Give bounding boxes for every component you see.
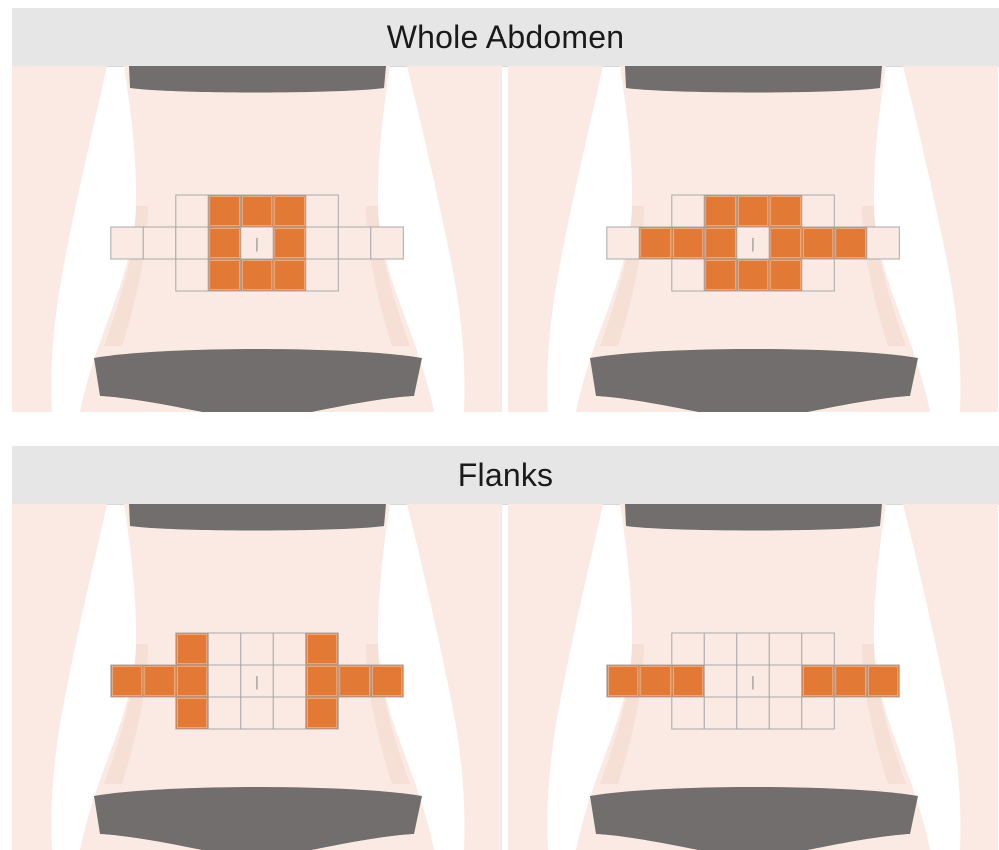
treatment-pad-inner bbox=[275, 229, 305, 258]
top-garment bbox=[129, 66, 386, 93]
grid-cell bbox=[111, 227, 144, 259]
treatment-pad-inner bbox=[836, 667, 866, 696]
grid-cell bbox=[273, 697, 306, 729]
grid-cell bbox=[371, 227, 404, 259]
treatment-pad-inner bbox=[210, 229, 240, 258]
section-title-whole-abdomen: Whole Abdomen bbox=[12, 8, 999, 67]
treatment-pad-inner bbox=[706, 197, 736, 226]
top-garment bbox=[625, 504, 882, 531]
left-arm bbox=[508, 504, 603, 850]
grid-cell bbox=[737, 633, 770, 665]
treatment-pad-inner bbox=[771, 197, 801, 226]
section-whole-abdomen: Whole Abdomen | | bbox=[0, 0, 999, 420]
grid-cell bbox=[867, 227, 900, 259]
treatment-pad-inner bbox=[836, 229, 866, 258]
treatment-pad-inner bbox=[177, 635, 207, 664]
treatment-pad-inner bbox=[641, 229, 671, 258]
navel-marker: | bbox=[751, 675, 755, 690]
torso-diagram: | bbox=[508, 504, 998, 850]
grid-cell bbox=[802, 259, 835, 291]
body-diagram-left: | bbox=[12, 504, 502, 850]
grid-cell bbox=[769, 697, 802, 729]
treatment-pad-inner bbox=[242, 261, 271, 290]
treatment-pad-inner bbox=[868, 667, 898, 696]
grid-cell bbox=[241, 697, 273, 729]
treatment-pad-inner bbox=[307, 699, 337, 728]
treatment-pad-inner bbox=[307, 667, 337, 696]
treatment-pad-inner bbox=[112, 667, 142, 696]
treatment-pad-inner bbox=[275, 197, 305, 226]
treatment-pad-inner bbox=[771, 229, 801, 258]
navel-marker: | bbox=[255, 675, 259, 690]
treatment-pad-inner bbox=[673, 667, 703, 696]
treatment-pad-inner bbox=[307, 635, 337, 664]
navel-marker: | bbox=[255, 237, 259, 252]
grid-cell bbox=[802, 195, 835, 227]
navel-marker: | bbox=[751, 237, 755, 252]
treatment-pad-inner bbox=[803, 229, 833, 258]
treatment-pad-inner bbox=[738, 197, 768, 226]
left-arm bbox=[508, 66, 603, 412]
grid-cell bbox=[704, 697, 737, 729]
grid-cell bbox=[769, 633, 802, 665]
grid-cell bbox=[672, 697, 705, 729]
treatment-pad-inner bbox=[608, 667, 638, 696]
grid-cell bbox=[672, 633, 705, 665]
grid-cell bbox=[802, 633, 835, 665]
grid-cell bbox=[306, 259, 339, 291]
grid-cell bbox=[802, 697, 835, 729]
treatment-pad-inner bbox=[242, 197, 271, 226]
grid-cell bbox=[273, 633, 306, 665]
grid-cell bbox=[769, 665, 802, 697]
torso-diagram: | bbox=[12, 504, 502, 850]
grid-cell bbox=[704, 665, 737, 697]
body-diagram-right: | bbox=[508, 66, 998, 412]
treatment-pad-inner bbox=[372, 667, 402, 696]
grid-cell bbox=[143, 227, 176, 259]
grid-cell bbox=[208, 697, 241, 729]
body-diagram-left: | bbox=[12, 66, 502, 412]
grid-cell bbox=[176, 259, 209, 291]
torso-diagram: | bbox=[12, 66, 502, 412]
top-garment bbox=[129, 504, 386, 531]
grid-cell bbox=[176, 195, 209, 227]
torso-diagram: | bbox=[508, 66, 998, 412]
grid-cell bbox=[306, 227, 339, 259]
left-arm bbox=[12, 504, 107, 850]
treatment-pad-inner bbox=[145, 667, 175, 696]
grid-cell bbox=[176, 227, 209, 259]
grid-cell bbox=[672, 259, 705, 291]
treatment-pad-inner bbox=[275, 261, 305, 290]
grid-cell bbox=[737, 697, 770, 729]
grid-cell bbox=[338, 227, 371, 259]
grid-cell bbox=[704, 633, 737, 665]
treatment-pad-inner bbox=[641, 667, 671, 696]
left-arm bbox=[12, 66, 107, 412]
grid-cell bbox=[273, 665, 306, 697]
treatment-pad-inner bbox=[177, 667, 207, 696]
section-title-flanks: Flanks bbox=[12, 446, 999, 505]
treatment-pad-inner bbox=[210, 197, 240, 226]
treatment-pad-inner bbox=[803, 667, 833, 696]
grid-cell bbox=[306, 195, 339, 227]
treatment-pad-inner bbox=[738, 261, 768, 290]
treatment-pad-inner bbox=[210, 261, 240, 290]
treatment-pad-inner bbox=[340, 667, 370, 696]
grid-cell bbox=[208, 665, 241, 697]
top-garment bbox=[625, 66, 882, 93]
treatment-pad-inner bbox=[673, 229, 703, 258]
grid-cell bbox=[607, 227, 640, 259]
grid-cell bbox=[241, 633, 273, 665]
treatment-pad-inner bbox=[177, 699, 207, 728]
body-diagram-right: | bbox=[508, 504, 998, 850]
section-flanks: Flanks | | bbox=[0, 436, 999, 848]
treatment-pad-inner bbox=[706, 229, 736, 258]
treatment-pad-inner bbox=[706, 261, 736, 290]
grid-cell bbox=[672, 195, 705, 227]
treatment-pad-inner bbox=[771, 261, 801, 290]
grid-cell bbox=[208, 633, 241, 665]
